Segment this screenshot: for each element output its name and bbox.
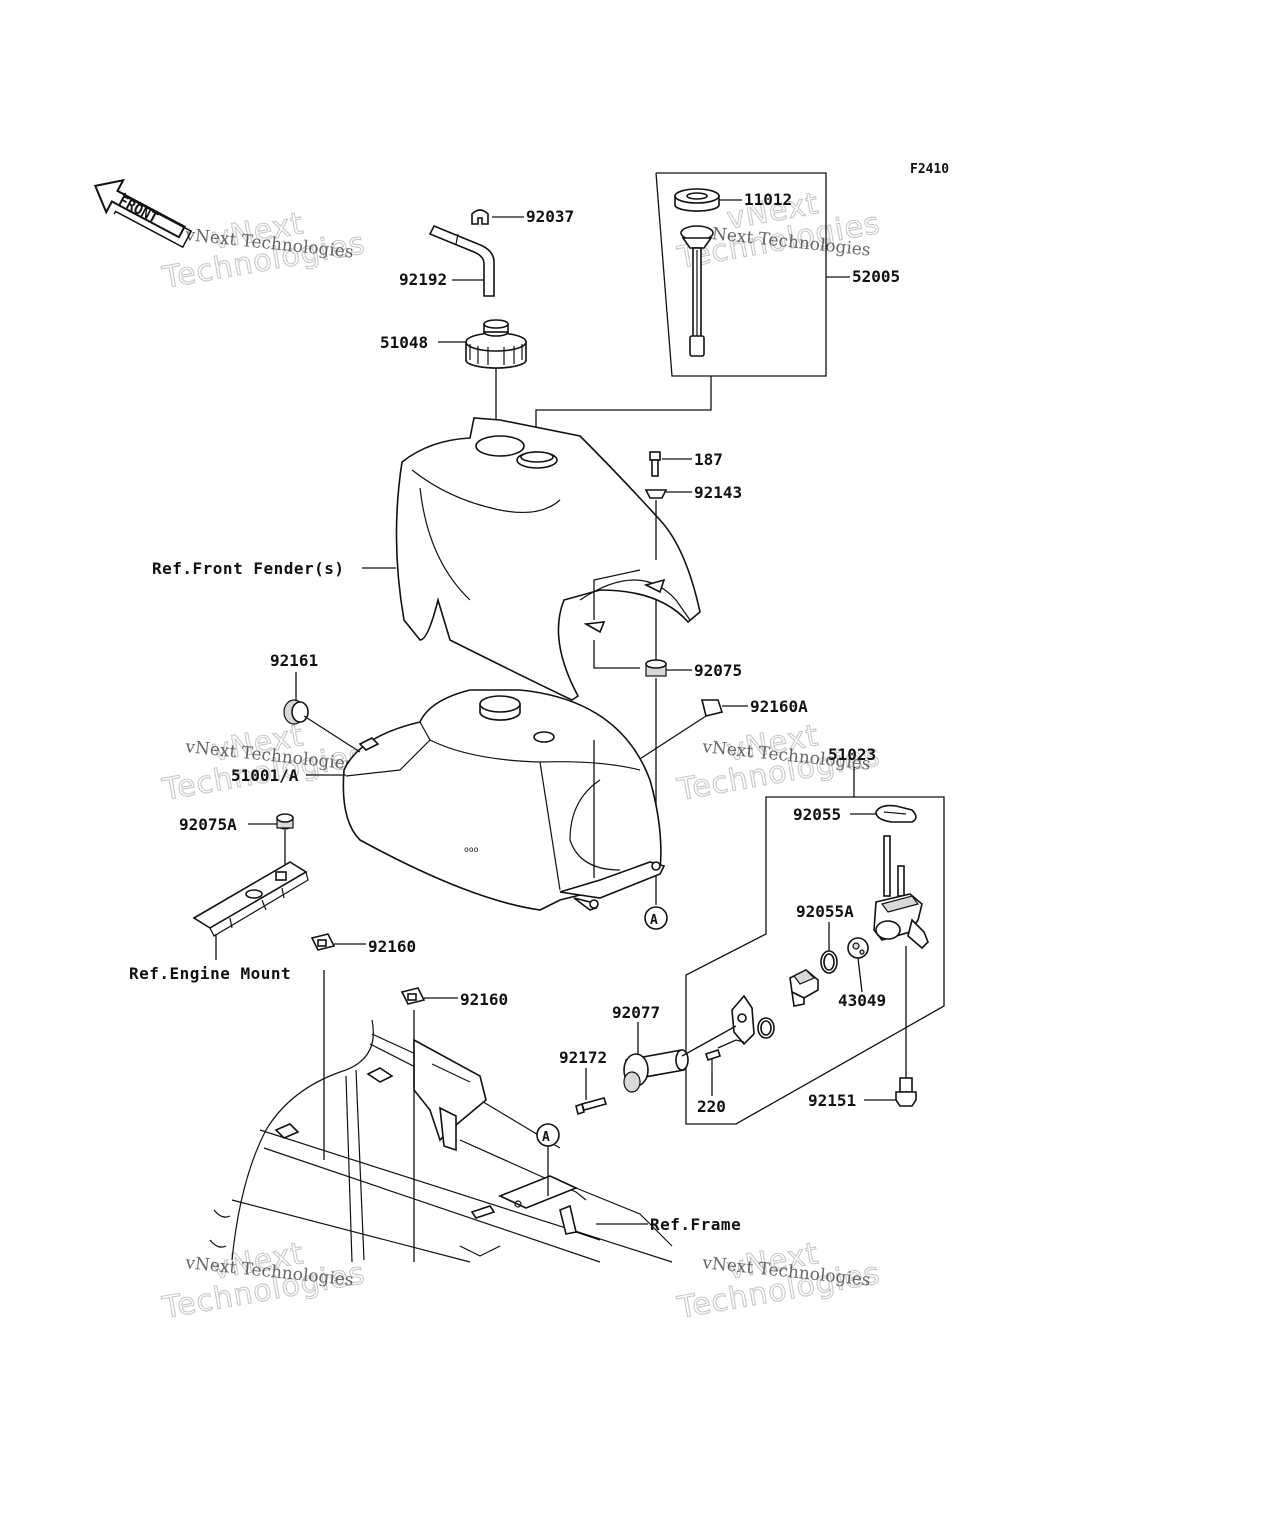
grommet-92161 [283, 699, 309, 725]
pad-92160-lower [400, 987, 426, 1005]
part-label-51001A: 51001/A [231, 766, 299, 785]
ref-frame: Ref.Frame [650, 1215, 741, 1234]
fuel-cock-group [623, 767, 945, 1125]
bolt-92151 [895, 1077, 917, 1107]
part-label-92055A: 92055A [796, 902, 854, 921]
part-label-92143: 92143 [694, 483, 742, 502]
part-label-92075: 92075 [694, 661, 742, 680]
ref-engine-mount: Ref.Engine Mount [129, 964, 291, 983]
part-label-92037: 92037 [526, 207, 574, 226]
part-label-92077: 92077 [612, 1003, 660, 1022]
part-label-92172: 92172 [559, 1048, 607, 1067]
part-label-187: 187 [694, 450, 723, 469]
front-fender [395, 417, 701, 701]
callout-marker-bottom: A [536, 1123, 560, 1147]
clip-92037 [471, 209, 489, 225]
part-label-92075A: 92075A [179, 815, 237, 834]
part-label-92160-lower: 92160 [460, 990, 508, 1009]
ref-front-fender: Ref.Front Fender(s) [152, 559, 345, 578]
part-label-51048: 51048 [380, 333, 428, 352]
bolt-187 [649, 451, 661, 477]
fuel-gauge-group [655, 172, 827, 377]
washer-92143 [644, 489, 668, 499]
figure-code: F2410 [910, 162, 949, 177]
fuel-tank-51001A: ooo [342, 689, 666, 911]
damper-92075 [645, 659, 667, 677]
engine-mount [192, 861, 309, 937]
bolt-92172 [575, 1097, 608, 1116]
part-label-92161: 92161 [270, 651, 318, 670]
front-arrow-icon: FRONT [93, 178, 193, 249]
damper-92075A [276, 813, 294, 830]
part-label-11012: 11012 [744, 190, 792, 209]
front-arrow-label: FRONT [116, 193, 161, 227]
svg-text:ooo: ooo [464, 845, 479, 854]
part-label-220: 220 [697, 1097, 726, 1116]
part-label-52005: 52005 [852, 267, 900, 286]
callout-marker-top: A [644, 906, 668, 930]
breather-hose-92192 [428, 224, 495, 297]
part-label-92055: 92055 [793, 805, 841, 824]
part-label-43049: 43049 [838, 991, 886, 1010]
fuel-cap-51048 [465, 319, 527, 369]
part-label-51023: 51023 [828, 745, 876, 764]
part-label-92160-upper: 92160 [368, 937, 416, 956]
part-label-92160A: 92160A [750, 697, 808, 716]
part-label-92151: 92151 [808, 1091, 856, 1110]
frame [209, 1019, 673, 1263]
part-label-92192: 92192 [399, 270, 447, 289]
pad-92160A [700, 699, 724, 717]
callout-letter: A [542, 1130, 550, 1145]
pad-92160-upper [310, 933, 336, 951]
callout-letter: A [650, 913, 658, 928]
